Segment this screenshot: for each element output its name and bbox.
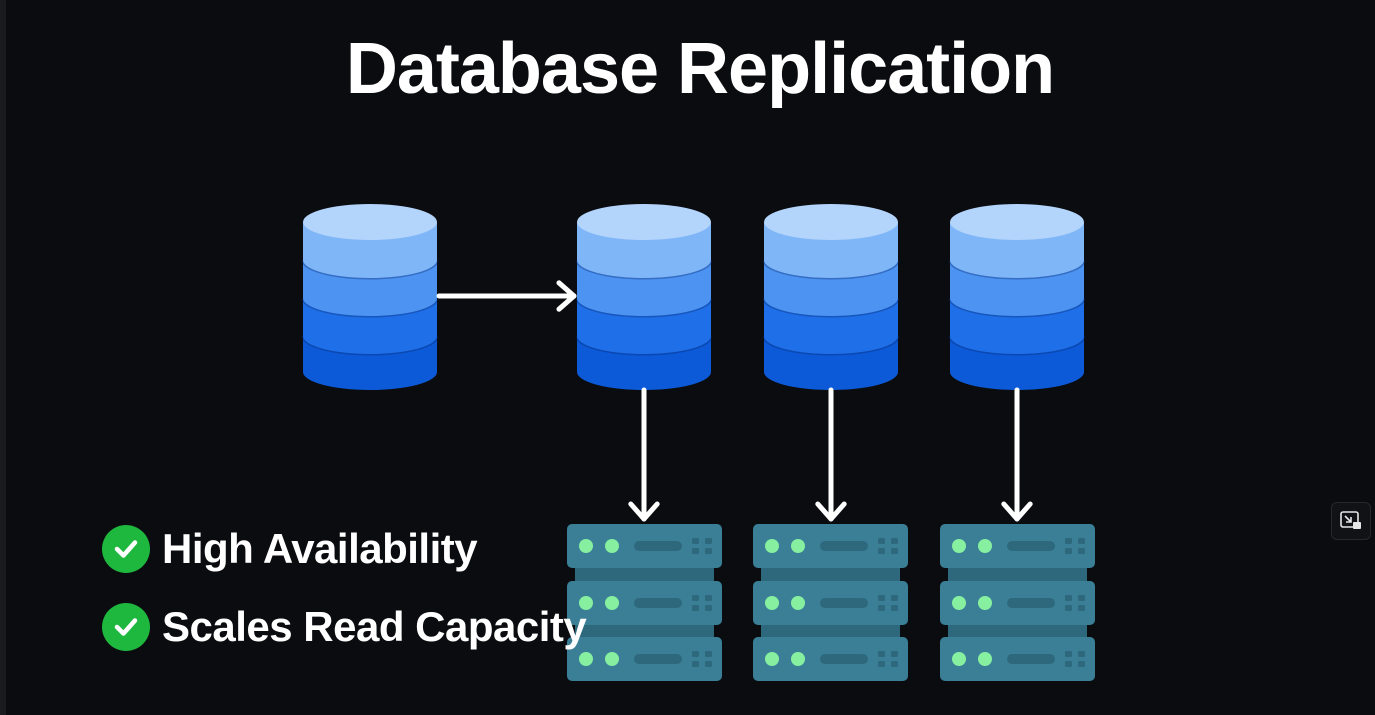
check-circle-icon (102, 603, 150, 651)
benefit-label: High Availability (162, 525, 478, 572)
database-icon (948, 204, 1086, 390)
benefit-label: Scales Read Capacity (162, 603, 587, 650)
benefit-item: Scales Read Capacity (102, 598, 587, 656)
left-edge-strip (0, 0, 6, 715)
check-circle-icon (102, 525, 150, 573)
server-rack-icon (753, 524, 908, 681)
database-icon (575, 204, 713, 390)
replication-arrow (436, 280, 577, 312)
pip-exit-icon (1340, 511, 1361, 529)
server-rack-icon (567, 524, 722, 681)
server-rack-icon (940, 524, 1095, 681)
slide-title: Database Replication (345, 29, 1055, 109)
benefit-item: High Availability (102, 520, 586, 578)
database-icon (301, 204, 439, 390)
read-arrow (815, 387, 847, 522)
read-arrow (628, 387, 660, 522)
database-icon (762, 204, 900, 390)
read-arrow (1001, 387, 1033, 522)
benefit-list: High Availability Scales Read Capacity (102, 520, 587, 676)
picture-in-picture-button[interactable] (1331, 502, 1371, 540)
